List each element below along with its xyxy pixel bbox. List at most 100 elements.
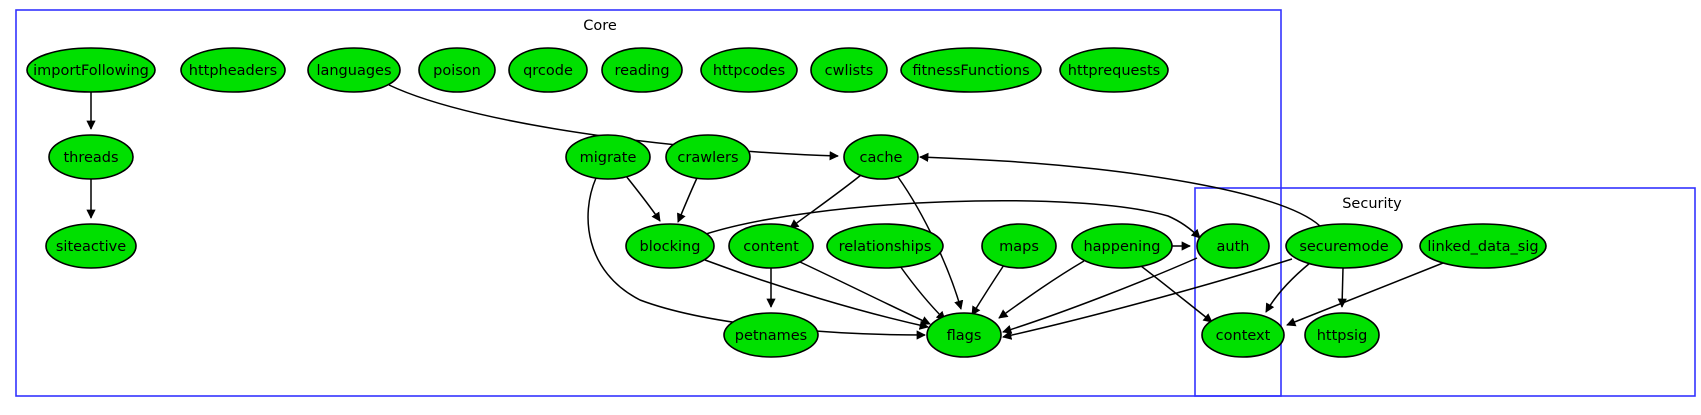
- node-httpcodes[interactable]: httpcodes: [700, 47, 798, 93]
- node-shape-content[interactable]: [728, 223, 814, 269]
- node-shape-cwlists[interactable]: [810, 47, 888, 93]
- node-label-httpsig: httpsig: [1317, 328, 1368, 344]
- edge-linked_data_sig-to-context: [1286, 262, 1444, 327]
- node-shape-blocking[interactable]: [625, 223, 715, 269]
- cluster-label-core: Core: [583, 18, 617, 34]
- node-fitnessFunctions[interactable]: fitnessFunctions: [900, 47, 1042, 93]
- node-languages[interactable]: languages: [307, 47, 401, 93]
- node-shape-securemode[interactable]: [1285, 223, 1403, 269]
- node-shape-threads[interactable]: [48, 134, 134, 180]
- node-label-siteactive: siteactive: [56, 239, 126, 255]
- edge-maps-to-flags: [971, 264, 1005, 316]
- node-shape-poison[interactable]: [418, 47, 496, 93]
- node-label-httpheaders: httpheaders: [189, 63, 277, 79]
- node-label-threads: threads: [63, 150, 118, 166]
- edge-securemode-to-httpsig: [1337, 267, 1347, 308]
- node-label-blocking: blocking: [640, 239, 701, 255]
- edge-securemode-to-cache: [919, 152, 1321, 227]
- edge-blocking-to-auth: [705, 200, 1201, 239]
- node-securemode[interactable]: securemode: [1285, 223, 1403, 269]
- node-label-fitnessFunctions: fitnessFunctions: [912, 63, 1029, 79]
- node-blocking[interactable]: blocking: [625, 223, 715, 269]
- edge-happening-to-flags: [998, 260, 1085, 319]
- node-shape-crawlers[interactable]: [665, 134, 751, 180]
- node-shape-httpsig[interactable]: [1304, 312, 1380, 358]
- edge-migrate-to-flags: [587, 177, 926, 340]
- node-label-migrate: migrate: [580, 150, 637, 166]
- node-shape-fitnessFunctions[interactable]: [900, 47, 1042, 93]
- node-content[interactable]: content: [728, 223, 814, 269]
- node-reading[interactable]: reading: [601, 47, 683, 93]
- node-label-maps: maps: [999, 239, 1039, 255]
- node-label-flags: flags: [947, 328, 982, 344]
- node-importFollowing[interactable]: importFollowing: [26, 47, 156, 93]
- node-shape-httpheaders[interactable]: [180, 47, 286, 93]
- node-shape-petnames[interactable]: [723, 312, 819, 358]
- edge-cache-to-content: [789, 174, 862, 229]
- node-label-petnames: petnames: [735, 328, 808, 344]
- node-happening[interactable]: happening: [1071, 223, 1173, 269]
- edge-auth-to-flags: [1002, 257, 1198, 334]
- node-label-poison: poison: [433, 63, 481, 79]
- node-context[interactable]: context: [1201, 312, 1285, 358]
- edge-migrate-to-blocking: [625, 175, 661, 222]
- node-label-httprequests: httprequests: [1068, 63, 1160, 79]
- node-label-cache: cache: [860, 150, 903, 166]
- edge-securemode-to-context: [1265, 262, 1311, 313]
- node-shape-maps[interactable]: [981, 223, 1057, 269]
- node-shape-httprequests[interactable]: [1059, 47, 1169, 93]
- node-layer: importFollowing httpheaders languages poiso…: [26, 47, 1547, 358]
- node-shape-cache[interactable]: [843, 134, 919, 180]
- cluster-border-security: [1194, 187, 1696, 397]
- edge-blocking-to-flags: [704, 259, 929, 330]
- node-label-context: context: [1216, 328, 1271, 344]
- node-siteactive[interactable]: siteactive: [45, 223, 137, 269]
- node-poison[interactable]: poison: [418, 47, 496, 93]
- edge-securemode-to-flags: [1002, 258, 1293, 340]
- node-label-relationships: relationships: [839, 239, 932, 255]
- edge-happening-to-context: [1140, 265, 1213, 323]
- node-label-happening: happening: [1083, 239, 1160, 255]
- node-auth[interactable]: auth: [1196, 223, 1270, 269]
- node-linked_data_sig[interactable]: linked_data_sig: [1419, 223, 1547, 269]
- node-cache[interactable]: cache: [843, 134, 919, 180]
- node-label-importFollowing: importFollowing: [33, 63, 149, 79]
- node-shape-languages[interactable]: [307, 47, 401, 93]
- node-shape-httpcodes[interactable]: [700, 47, 798, 93]
- node-label-cwlists: cwlists: [825, 63, 874, 79]
- node-crawlers[interactable]: crawlers: [665, 134, 751, 180]
- node-petnames[interactable]: petnames: [723, 312, 819, 358]
- node-shape-auth[interactable]: [1196, 223, 1270, 269]
- node-relationships[interactable]: relationships: [826, 223, 944, 269]
- node-maps[interactable]: maps: [981, 223, 1057, 269]
- node-shape-happening[interactable]: [1071, 223, 1173, 269]
- node-shape-migrate[interactable]: [565, 134, 651, 180]
- cluster-core: Core: [15, 9, 1282, 397]
- node-httprequests[interactable]: httprequests: [1059, 47, 1169, 93]
- node-shape-linked_data_sig[interactable]: [1419, 223, 1547, 269]
- node-shape-relationships[interactable]: [826, 223, 944, 269]
- edge-content-to-flags: [799, 261, 931, 325]
- cluster-security: Security: [1194, 187, 1696, 397]
- node-label-crawlers: crawlers: [677, 150, 738, 166]
- cluster-border-core: [15, 9, 1282, 397]
- node-threads[interactable]: threads: [48, 134, 134, 180]
- node-shape-siteactive[interactable]: [45, 223, 137, 269]
- node-label-qrcode: qrcode: [523, 63, 573, 79]
- node-migrate[interactable]: migrate: [565, 134, 651, 180]
- node-shape-reading[interactable]: [601, 47, 683, 93]
- node-label-content: content: [743, 239, 799, 255]
- node-qrcode[interactable]: qrcode: [508, 47, 588, 93]
- node-cwlists[interactable]: cwlists: [810, 47, 888, 93]
- node-label-languages: languages: [316, 63, 391, 79]
- node-shape-qrcode[interactable]: [508, 47, 588, 93]
- node-shape-context[interactable]: [1201, 312, 1285, 358]
- node-httpheaders[interactable]: httpheaders: [180, 47, 286, 93]
- node-flags[interactable]: flags: [926, 312, 1002, 358]
- node-httpsig[interactable]: httpsig: [1304, 312, 1380, 358]
- node-label-httpcodes: httpcodes: [713, 63, 785, 79]
- node-shape-importFollowing[interactable]: [26, 47, 156, 93]
- node-shape-flags[interactable]: [926, 312, 1002, 358]
